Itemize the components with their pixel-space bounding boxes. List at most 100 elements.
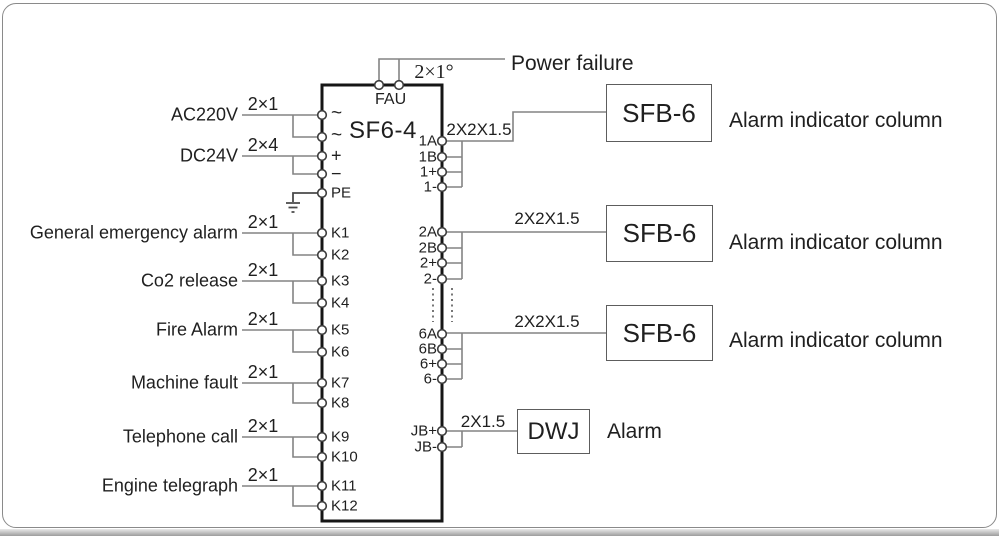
- terminal-dot: [316, 150, 328, 162]
- terminal-dot: [316, 297, 328, 309]
- input-label-co2-release: Co2 release: [140, 270, 238, 291]
- terminal-dot: [316, 324, 328, 336]
- terminal-label: 1-: [423, 178, 437, 196]
- terminal-dot: [316, 451, 328, 463]
- terminal-dot: [436, 425, 448, 437]
- input-label-engine-telegraph: Engine telegraph: [101, 475, 238, 496]
- wire-sfb6-1: [446, 111, 606, 188]
- sfb6-box-2-label: SFB-6: [622, 218, 697, 248]
- terminal-label: K2: [331, 246, 350, 264]
- terminal-label: K5: [331, 321, 350, 339]
- wire-machine-fault: [242, 382, 318, 404]
- output-label-3: Alarm indicator column: [729, 329, 943, 352]
- cable-label: 2×1: [247, 212, 279, 232]
- terminal-label: K12: [331, 497, 358, 515]
- cable-label: 2X2X1.5: [514, 209, 580, 228]
- terminal-dot: [316, 346, 328, 358]
- terminal-dot: [436, 166, 448, 178]
- terminal-label: 6A: [418, 325, 437, 343]
- terminal-label: PE: [331, 184, 352, 202]
- dwj-box: DWJ: [517, 409, 590, 454]
- terminal-label: 2A: [418, 223, 437, 241]
- wire-co2-release: [242, 280, 318, 304]
- sfb6-box-1-label: SFB-6: [622, 97, 696, 128]
- terminal-label: −: [331, 163, 342, 184]
- earth-ground-symbol: [286, 192, 318, 213]
- sfb6-box-2: SFB-6: [606, 205, 713, 262]
- input-label-fire-alarm: Fire Alarm: [155, 319, 238, 340]
- terminal-label: 6-: [423, 370, 437, 388]
- cable-label-power-failure: 2×1°: [414, 61, 454, 83]
- terminal-dot: [316, 377, 328, 389]
- terminal-dot: [436, 135, 448, 147]
- continuation-dots: [432, 288, 453, 322]
- cable-label: 2×1: [247, 94, 279, 114]
- output-label-1: Alarm indicator column: [729, 109, 943, 132]
- terminal-label: K11: [331, 477, 357, 495]
- terminal-dot: [316, 131, 328, 143]
- terminal-dot: [436, 273, 448, 285]
- terminal-label: 2-: [423, 270, 437, 288]
- terminal-dot: [316, 227, 328, 239]
- terminal-label: 1A: [418, 132, 437, 150]
- terminal-dot: [316, 480, 328, 492]
- input-label-dc24v: DC24V: [179, 145, 238, 166]
- wire-sfb6-2: [446, 231, 606, 280]
- terminal-label: 6B: [418, 340, 437, 358]
- terminal-label: K8: [331, 394, 350, 412]
- terminal-dot-fau1: [373, 79, 385, 91]
- wire-general-emergency-alarm: [242, 232, 318, 256]
- output-label-2: Alarm indicator column: [729, 231, 943, 254]
- terminal-label: 6+: [419, 355, 437, 373]
- terminal-label: JB-: [414, 438, 438, 456]
- power-failure-label: Power failure: [511, 52, 634, 75]
- cable-label: 2×1: [247, 309, 279, 329]
- input-label-ac220v: AC220V: [170, 104, 238, 125]
- wire-engine-telegraph: [242, 485, 318, 507]
- terminal-label: 2+: [419, 254, 437, 272]
- wire-telephone-call: [242, 436, 318, 458]
- cable-label: 2×1: [247, 416, 279, 436]
- terminal-dot: [316, 187, 328, 199]
- cable-label: 2×1: [247, 465, 279, 485]
- terminal-dot: [316, 168, 328, 180]
- terminal-dot: [436, 242, 448, 254]
- device-model-label: SF6-4: [349, 117, 417, 144]
- dwj-box-label: DWJ: [527, 417, 580, 445]
- terminal-dot-fau2: [393, 79, 405, 91]
- cable-label: 2X2X1.5: [446, 120, 512, 139]
- terminal-dot: [436, 151, 448, 163]
- terminal-dot: [316, 431, 328, 443]
- terminal-label: ~: [331, 103, 343, 124]
- terminal-label: +: [331, 145, 342, 166]
- terminal-dot: [316, 500, 328, 512]
- input-label-general-emergency-alarm: General emergency alarm: [29, 222, 238, 243]
- terminal-dot: [316, 109, 328, 121]
- wire-fire-alarm: [242, 329, 318, 353]
- terminal-dot: [436, 373, 448, 385]
- terminal-label: K3: [331, 272, 350, 290]
- sfb6-box-1: SFB-6: [606, 84, 712, 142]
- cable-label: 2×4: [247, 135, 279, 155]
- terminal-dot: [436, 181, 448, 193]
- fau-terminal-label: FAU: [375, 91, 407, 108]
- sfb6-box-3: SFB-6: [606, 305, 713, 361]
- terminal-dot: [436, 257, 448, 269]
- terminal-label: K7: [331, 374, 350, 392]
- wire-ac220v: [242, 114, 318, 138]
- cable-label: 2X2X1.5: [514, 312, 580, 331]
- terminal-label: 2B: [418, 239, 437, 257]
- terminal-label: K4: [331, 294, 350, 312]
- terminal-label: 1B: [418, 148, 437, 166]
- wire-sfb6-3: [446, 332, 606, 380]
- terminal-dot: [436, 358, 448, 370]
- terminal-dot: [316, 275, 328, 287]
- terminal-dot: [436, 226, 448, 238]
- cable-label: 2×1: [247, 260, 279, 280]
- wire-dc24v: [242, 155, 318, 175]
- terminal-dot: [316, 397, 328, 409]
- input-label-telephone-call: Telephone call: [122, 426, 238, 447]
- sfb6-box-3-label: SFB-6: [622, 317, 697, 348]
